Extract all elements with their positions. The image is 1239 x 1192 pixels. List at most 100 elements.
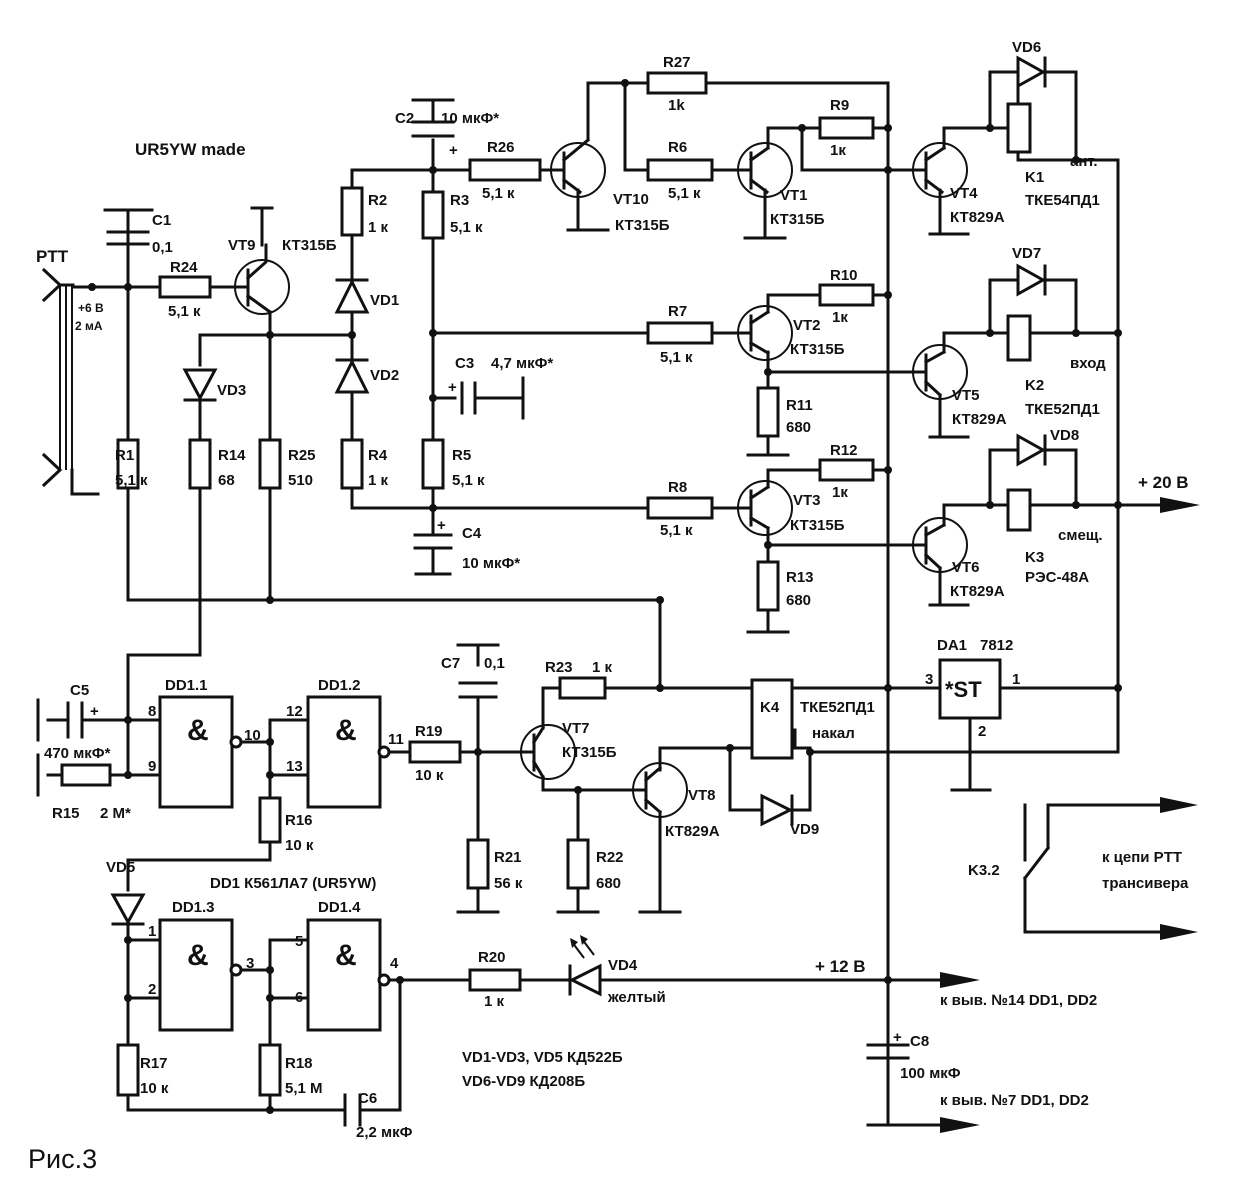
r23-val: 1 к [592,659,613,676]
rail-20v-label: + 20 В [1138,473,1189,492]
dd1-1-symbol: & [187,714,209,747]
dd1-4-pin-in2: 6 [295,989,303,1006]
vd4-ref: VD4 [608,957,638,974]
vt10-type: КТ315Б [615,217,670,234]
r17-val: 10 к [140,1080,169,1097]
dd1-1-ref: DD1.1 [165,677,208,694]
vd4-color: желтый [607,989,666,1006]
resistor-bodies [60,71,875,1097]
c8-plus: + [893,1029,902,1046]
r3-val: 5,1 к [450,219,483,236]
c4-val: 10 мкФ* [462,555,520,572]
r11-val: 680 [786,419,811,436]
c2-val: 10 мкФ* [441,110,499,127]
vd1-ref: VD1 [370,292,399,309]
ptt-out-label-2: трансивера [1102,875,1189,892]
c6-ref: C6 [358,1090,377,1107]
figure-caption: Рис.3 [28,1144,97,1174]
k4-role: накал [812,725,855,742]
capacitor-plates [36,98,910,1127]
r14-ref: R14 [218,447,246,464]
r14-val: 68 [218,472,235,489]
r15-ref: R15 [52,805,80,822]
title: UR5YW made [135,140,246,159]
r20-ref: R20 [478,949,506,966]
transistor-symbols [234,137,968,818]
r18-ref: R18 [285,1055,313,1072]
c4-ref: C4 [462,525,482,542]
r22-val: 680 [596,875,621,892]
regulator-ref: DA1 [937,637,967,654]
r8-ref: R8 [668,479,687,496]
relay-coils [750,102,1032,760]
dd1-2-pin-in2: 13 [286,758,303,775]
dd1-note: DD1 К561ЛА7 (UR5YW) [210,875,376,892]
c3-ref: C3 [455,355,474,372]
vt9-type: КТ315Б [282,237,337,254]
diode-note-1: VD1-VD3, VD5 КД522Б [462,1049,623,1066]
dd1-1-pin-out: 10 [244,727,261,744]
c5-plus: + [90,703,99,720]
r17-ref: R17 [140,1055,168,1072]
regulator-pin-gnd: 2 [978,723,986,740]
dd1-1-pin-in2: 9 [148,758,156,775]
c7-val: 0,1 [484,655,505,672]
vt1-ref: VT1 [780,187,808,204]
r18-val: 5,1 М [285,1080,323,1097]
r11-ref: R11 [786,397,813,414]
dd1-3-pin-out: 3 [246,955,254,972]
ptt-label: PTT [36,247,69,266]
regulator-type: 7812 [980,637,1013,654]
dd1-4-pin-out: 4 [390,955,399,972]
regulator-pin-out: 1 [1012,671,1020,688]
k2-ref: K2 [1025,377,1044,394]
r26-val: 5,1 к [482,185,515,202]
k3-contact-label: K3.2 [968,862,1000,879]
wires [46,70,1162,1127]
vt2-ref: VT2 [793,317,821,334]
vd5-ref: VD5 [106,859,135,876]
dd-gnd-label: к выв. №7 DD1, DD2 [940,1092,1089,1109]
vt10-ref: VT10 [613,191,649,208]
r27-val: 1k [668,97,685,114]
text-labels: UR5YW made Рис.3 PTT +6 В 2 мА + 12 В + … [28,39,1189,1174]
k3-type: РЭС-48А [1025,569,1089,586]
k2-role: вход [1070,355,1106,372]
ptt-note-voltage: +6 В [78,301,104,315]
vd6-ref: VD6 [1012,39,1041,56]
vt5-ref: VT5 [952,387,980,404]
vd7-ref: VD7 [1012,245,1041,262]
c2-plus: + [449,142,458,159]
ground-symbols [103,206,992,1127]
vt8-ref: VT8 [688,787,716,804]
k1-role: ант. [1070,153,1098,170]
r19-val: 10 к [415,767,444,784]
r3-ref: R3 [450,192,469,209]
r4-ref: R4 [368,447,388,464]
dd-vcc-label: к выв. №14 DD1, DD2 [940,992,1097,1009]
r26-ref: R26 [487,139,515,156]
ptt-out-label-1: к цепи PTT [1102,849,1182,866]
ptt-note-current: 2 мА [75,319,103,333]
diode-symbols [110,55,1047,997]
vt3-ref: VT3 [793,492,821,509]
r5-val: 5,1 к [452,472,485,489]
r22-ref: R22 [596,849,624,866]
vt2-type: КТ315Б [790,341,845,358]
vt9-ref: VT9 [228,237,256,254]
k3-ref: K3 [1025,549,1044,566]
r25-ref: R25 [288,447,316,464]
vt4-type: КТ829А [950,209,1005,226]
r25-val: 510 [288,472,313,489]
r19-ref: R19 [415,723,443,740]
c8-ref: C8 [910,1033,929,1050]
r2-ref: R2 [368,192,387,209]
r7-val: 5,1 к [660,349,693,366]
vt7-type: КТ315Б [562,744,617,761]
k3-role: смещ. [1058,527,1103,544]
k4-ref: K4 [760,699,780,716]
vt3-type: КТ315Б [790,517,845,534]
r16-val: 10 к [285,837,314,854]
r1-ref: R1 [115,447,134,464]
